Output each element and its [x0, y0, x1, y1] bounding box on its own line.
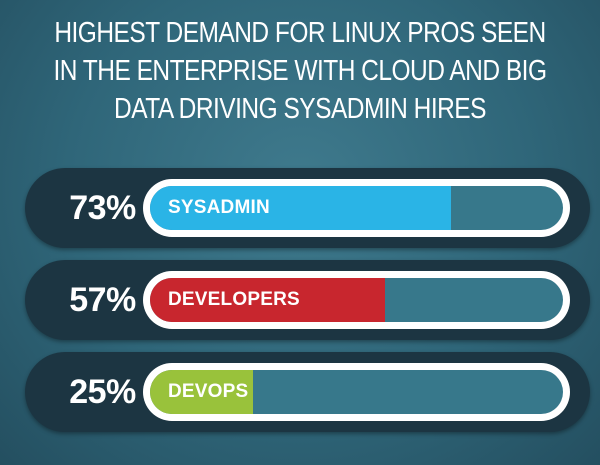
title-line-3: DATA DRIVING SYSADMIN HIRES — [114, 93, 486, 125]
bar-track: DEVELOPERS — [150, 278, 563, 322]
bar-row-developers: 57% DEVELOPERS — [25, 260, 590, 340]
category-label: DEVELOPERS — [168, 289, 300, 310]
bar-frame: DEVOPS — [143, 363, 570, 421]
bar-track: DEVOPS — [150, 370, 563, 414]
bar-row-sysadmin: 73% SYSADMIN — [25, 168, 590, 248]
value-label: 57% — [69, 281, 136, 319]
title-line-2: IN THE ENTERPRISE WITH CLOUD AND BIG — [53, 55, 547, 87]
chart-title: HIGHEST DEMAND FOR LINUX PROS SEEN IN TH… — [42, 14, 558, 128]
title-line-1: HIGHEST DEMAND FOR LINUX PROS SEEN — [54, 17, 546, 49]
bar-track: SYSADMIN — [150, 186, 563, 230]
bar-fill — [150, 370, 254, 414]
category-label: SYSADMIN — [168, 197, 270, 218]
value-label: 73% — [69, 189, 136, 227]
bar-fill — [150, 278, 386, 322]
value-label: 25% — [69, 373, 136, 411]
bar-frame: DEVELOPERS — [143, 271, 570, 329]
bar-fill — [150, 186, 452, 230]
bar-frame: SYSADMIN — [143, 179, 570, 237]
category-label: DEVOPS — [168, 381, 249, 402]
bar-row-devops: 25% DEVOPS — [25, 352, 590, 432]
